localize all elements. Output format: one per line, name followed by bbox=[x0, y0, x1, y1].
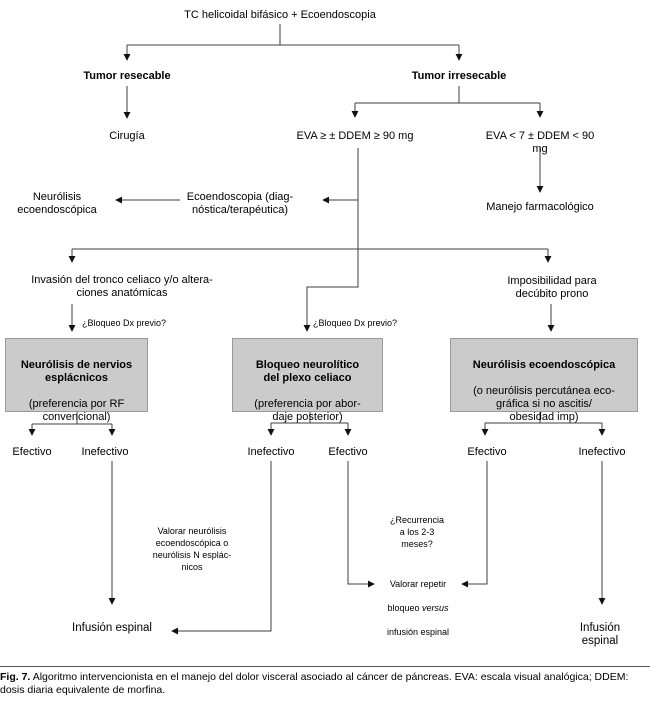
node-infusion-espinal-izq: Infusión espinal bbox=[72, 622, 152, 634]
box-neurolisis-ecoendoscopica-subtitle: (o neurólisis percutánea eco- gráfica si… bbox=[473, 385, 615, 423]
valorar-repetir-line3: infusión espinal bbox=[386, 627, 450, 637]
node-manejo-farmacologico: Manejo farmacológico bbox=[486, 201, 594, 213]
valorar-repetir-versus: versus bbox=[422, 603, 449, 613]
node-tc-helicoidal: TC helicoidal bifásico + Ecoendoscopia bbox=[184, 9, 376, 21]
box-bloqueo-plexo-celiaco-title: Bloqueo neurolítico del plexo celiaco bbox=[255, 359, 360, 384]
outcome-efectivo-centro: Efectivo bbox=[328, 446, 368, 458]
node-invasion-tronco: Invasión del tronco celiaco y/o altera- … bbox=[31, 274, 213, 299]
valorar-repetir-line1: Valorar repetir bbox=[389, 579, 447, 589]
node-imposibilidad-decubito: Imposibilidad para decúbito prono bbox=[507, 275, 597, 300]
node-eva-bajo: EVA < 7 ± DDEM < 90 mg bbox=[485, 130, 595, 155]
figure-caption: Fig. 7. Algoritmo intervencionista en el… bbox=[0, 666, 650, 697]
box-neurolisis-esplacnicos-subtitle: (preferencia por RF convencional) bbox=[28, 398, 125, 423]
node-eva-alto: EVA ≥ ± DDEM ≥ 90 mg bbox=[296, 130, 414, 142]
figure-caption-text: Algoritmo intervencionista en el manejo … bbox=[0, 671, 629, 696]
valorar-repetir-line2: bloqueo bbox=[387, 603, 423, 613]
label-valorar-repetir: Valorar repetir bloqueo versus infusión … bbox=[387, 566, 449, 638]
label-bloqueo-dx-centro: ¿Bloqueo Dx previo? bbox=[313, 318, 398, 328]
box-neurolisis-esplacnicos: Neurólisis de nervios esplácnicos (prefe… bbox=[5, 338, 148, 423]
label-recurrencia: ¿Recurrencia a los 2-3 meses? bbox=[389, 515, 445, 549]
node-tumor-irresecable: Tumor irresecable bbox=[411, 70, 507, 82]
box-neurolisis-ecoendoscopica-title: Neurólisis ecoendoscópica bbox=[472, 359, 616, 371]
box-neurolisis-esplacnicos-title: Neurólisis de nervios esplácnicos bbox=[20, 359, 133, 384]
box-bloqueo-plexo-celiaco-subtitle: (preferencia por abor- daje posterior) bbox=[254, 398, 361, 423]
label-bloqueo-dx-izq: ¿Bloqueo Dx previo? bbox=[82, 318, 167, 328]
node-tumor-resecable: Tumor resecable bbox=[83, 70, 171, 82]
outcome-inefectivo-centro: Inefectivo bbox=[247, 446, 295, 458]
node-ecoendoscopia: Ecoendoscopia (diag- nóstica/terapéutica… bbox=[186, 191, 294, 216]
box-neurolisis-ecoendoscopica: Neurólisis ecoendoscópica (o neurólisis … bbox=[450, 338, 638, 423]
outcome-inefectivo-der: Inefectivo bbox=[578, 446, 626, 458]
outcome-efectivo-izq: Efectivo bbox=[12, 446, 52, 458]
outcome-inefectivo-izq: Inefectivo bbox=[81, 446, 129, 458]
box-bloqueo-plexo-celiaco: Bloqueo neurolítico del plexo celiaco (p… bbox=[232, 338, 383, 423]
node-infusion-espinal-der: Infusión espinal bbox=[579, 622, 621, 647]
outcome-efectivo-der: Efectivo bbox=[467, 446, 507, 458]
label-valorar-neurolisis: Valorar neurólisis ecoendoscópica o neur… bbox=[152, 526, 232, 572]
node-neurolisis-ecoendoscopica: Neurólisis ecoendoscópica bbox=[17, 191, 97, 216]
figure-caption-number: Fig. 7. bbox=[0, 671, 31, 683]
node-cirugia: Cirugía bbox=[109, 130, 145, 142]
